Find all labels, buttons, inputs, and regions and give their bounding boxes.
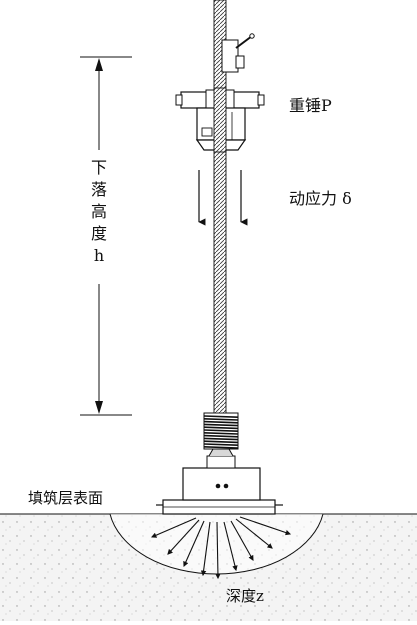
spring-coil (203, 440, 239, 444)
spring-coil (203, 418, 239, 421)
spring-coil (203, 443, 239, 446)
stress-spread-arrows (150, 516, 292, 580)
spring-coil (203, 437, 239, 441)
drop-height-char: 落 (90, 180, 107, 199)
drop-height-char: 下 (90, 158, 107, 177)
depth-label: 深度z (226, 587, 264, 605)
base-plate (156, 499, 283, 515)
drop-height-dimension (80, 56, 132, 416)
spring-coil (203, 432, 239, 435)
spring-coils (203, 415, 239, 449)
drop-height-label: 下 落 高 度 h (89, 157, 109, 267)
release-lever (221, 33, 255, 73)
dynamic-stress-label: 动应力 δ (289, 189, 352, 208)
spring-coil (203, 423, 239, 427)
drop-direction-arrows (198, 170, 248, 226)
hammer-label: 重锤P (289, 96, 332, 115)
bolt-right (223, 483, 229, 489)
spring-coil (203, 429, 239, 432)
drop-height-char: h (93, 246, 105, 265)
drop-height-char: 度 (90, 224, 107, 243)
spring-coil (203, 446, 239, 449)
hammer (175, 87, 265, 153)
fill-surface-label: 填筑层表面 (28, 489, 104, 507)
spring-coil (203, 434, 239, 438)
spring-coil (203, 420, 239, 424)
load-block (182, 467, 261, 501)
bolt-left (215, 483, 221, 489)
drop-height-char: 高 (90, 202, 107, 221)
spring-coil (203, 415, 239, 418)
spring-coil (203, 426, 239, 430)
